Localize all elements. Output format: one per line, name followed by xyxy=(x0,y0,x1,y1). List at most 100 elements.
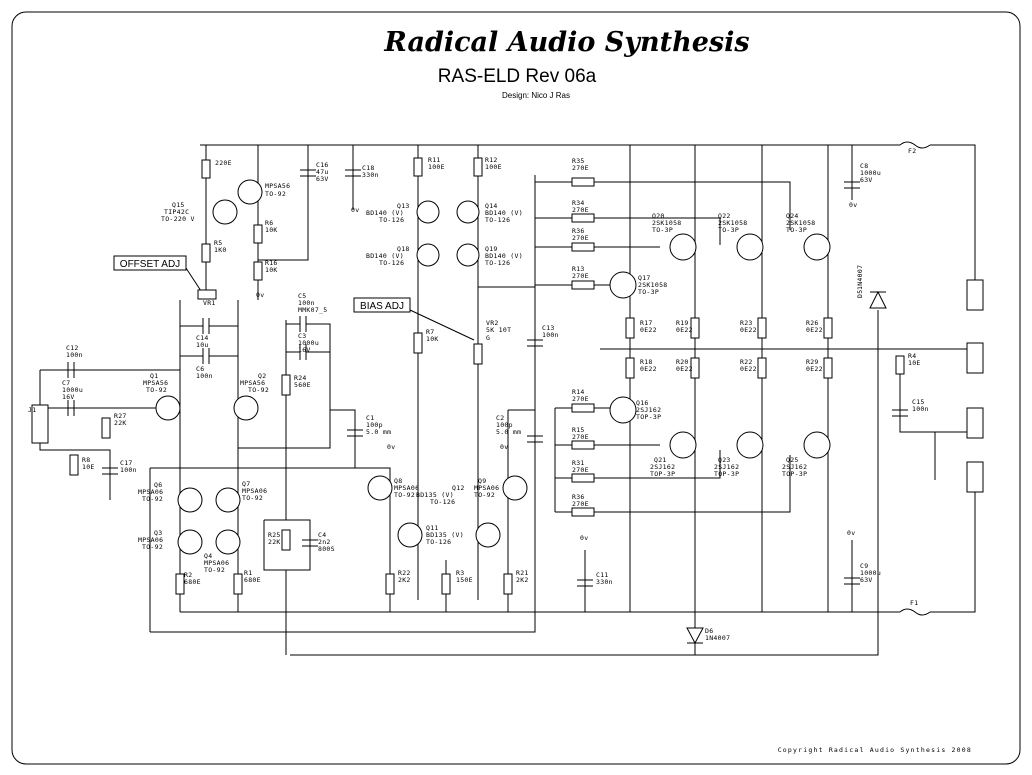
component-label-r14: R14 xyxy=(572,388,585,396)
component-label-d5: D5 xyxy=(856,290,864,298)
component-label-q1p: TO-92 xyxy=(146,386,167,394)
component-label-f2: F2 xyxy=(908,147,916,155)
component-label-q22p: TO-3P xyxy=(718,226,739,234)
component-label-q19n: BD140 (V) xyxy=(485,252,523,260)
component-label-q2: Q2 xyxy=(258,372,266,380)
component-label-q2p: TO-92 xyxy=(248,386,269,394)
component-label-q4: Q4 xyxy=(204,552,212,560)
component-label-q17n: 2SK1058 xyxy=(638,281,668,289)
component-label-r29v: 0E22 xyxy=(806,365,823,373)
component-label-j1: J1 xyxy=(28,406,36,414)
component-label-q3n: MPSA06 xyxy=(138,536,163,544)
component-label-c18: C18 xyxy=(362,164,375,172)
component-label-c1: C1 xyxy=(366,414,374,422)
component-label-c5b: MMK07_5 xyxy=(298,306,328,314)
component-label-q6: Q6 xyxy=(154,481,162,489)
component-label-r4: R4 xyxy=(908,352,916,360)
component-label-q13: Q13 xyxy=(397,202,410,210)
component-label-c13v: 100n xyxy=(542,331,559,339)
component-label-r22bv: 0E22 xyxy=(740,365,757,373)
component-label-r29: R29 xyxy=(806,358,819,366)
component-label-q3: Q3 xyxy=(154,529,162,537)
resistors xyxy=(69,157,905,595)
component-label-c4b: 800S xyxy=(318,545,335,553)
component-label-q22n: 2SK1058 xyxy=(718,219,748,227)
component-label-vr2v: 5K 10T xyxy=(486,326,511,334)
component-label-c17: C17 xyxy=(120,459,133,467)
component-label-c5: C5 xyxy=(298,292,306,300)
component-label-r4v: 10E xyxy=(908,359,921,367)
component-label-q9: Q9 xyxy=(478,477,486,485)
component-label-c15v: 100n xyxy=(912,405,929,413)
component-label-vr2b: G xyxy=(486,334,490,342)
component-label-q23n: 2SJ162 xyxy=(714,463,739,471)
component-label-r8v: 10E xyxy=(82,463,95,471)
component-label-r6: R6 xyxy=(265,219,273,227)
component-label-c8b: 63V xyxy=(860,176,873,184)
component-label-r12v: 100E xyxy=(485,163,502,171)
component-label-r22b: R22 xyxy=(740,358,753,366)
component-label-q20n: 2SK1058 xyxy=(652,219,682,227)
component-label-c9: C9 xyxy=(860,562,868,570)
component-label-0v4: 0v xyxy=(387,443,395,451)
output-connectors xyxy=(31,279,984,493)
component-label-c18v: 330n xyxy=(362,171,379,179)
component-label-q12p: TO-126 xyxy=(430,498,455,506)
component-label-r5b: R5 xyxy=(214,239,222,247)
component-label-r1v: 680E xyxy=(244,576,261,584)
component-label-q24: Q24 xyxy=(786,212,799,220)
component-label-q2n: MPSA56 xyxy=(240,379,265,387)
component-label-q4p: TO-92 xyxy=(204,566,225,574)
component-label-r34v: 270E xyxy=(572,206,589,214)
component-label-r5: 220E xyxy=(215,159,232,167)
component-label-q9p: TO-92 xyxy=(474,491,495,499)
component-label-q22: Q22 xyxy=(718,212,731,220)
component-label-r17v: 0E22 xyxy=(640,326,657,334)
component-label-r24: R24 xyxy=(294,374,307,382)
component-label-d5v: 1N4007 xyxy=(856,265,864,290)
component-label-c7v: 1000u xyxy=(62,386,83,394)
component-label-r11: R11 xyxy=(428,156,441,164)
component-label-q19: Q19 xyxy=(485,245,498,253)
component-label-r16: R16 xyxy=(265,259,278,267)
component-label-c7b: 16V xyxy=(62,393,75,401)
component-label-r23: R23 xyxy=(740,319,753,327)
component-label-q17: Q17 xyxy=(638,274,651,282)
component-label-r34: R34 xyxy=(572,199,585,207)
component-label-q23: Q23 xyxy=(718,456,731,464)
component-label-0v1: 0v xyxy=(256,291,264,299)
offset-adj-callout: OFFSET ADJ xyxy=(113,255,204,295)
component-label-q1n: MPSA56 xyxy=(143,379,168,387)
component-label-c9v: 1000u xyxy=(860,569,881,577)
component-label-r14v: 270E xyxy=(572,395,589,403)
component-label-d6v: 1N4007 xyxy=(705,634,730,642)
component-label-r19v: 0E22 xyxy=(676,326,693,334)
component-label-q11p: TO-126 xyxy=(426,538,451,546)
component-label-c8: C8 xyxy=(860,162,868,170)
component-label-q15n: TIP42C xyxy=(164,208,189,216)
component-label-q24n: 2SK1058 xyxy=(786,219,816,227)
component-label-r8: R8 xyxy=(82,456,90,464)
model-title: RAS-ELD Rev 06a xyxy=(438,66,597,87)
component-label-r5bv: 1K0 xyxy=(214,246,227,254)
component-label-r24v: 560E xyxy=(294,381,311,389)
component-label-r12: R12 xyxy=(485,156,498,164)
component-label-q15p: TO-220 V xyxy=(161,215,195,223)
component-label-q9n: MPSA06 xyxy=(474,484,499,492)
component-label-c14v: 10u xyxy=(196,341,209,349)
component-label-r36: R36 xyxy=(572,227,585,235)
component-label-q7p: TO-92 xyxy=(242,494,263,502)
component-label-q15: Q15 xyxy=(172,201,185,209)
component-label-c16a: 47u xyxy=(316,168,329,176)
component-label-c11: C11 xyxy=(596,571,609,579)
component-label-r25: R25 xyxy=(268,531,281,539)
component-label-c8v: 1000u xyxy=(860,169,881,177)
component-label-c17v: 100n xyxy=(120,466,137,474)
component-label-q3p: TO-92 xyxy=(142,543,163,551)
component-label-q4n: MPSA06 xyxy=(204,559,229,567)
component-label-r11v: 100E xyxy=(428,163,445,171)
component-label-r7: R7 xyxy=(426,328,434,336)
component-label-c15: C15 xyxy=(912,398,925,406)
component-label-r22: R22 xyxy=(398,569,411,577)
